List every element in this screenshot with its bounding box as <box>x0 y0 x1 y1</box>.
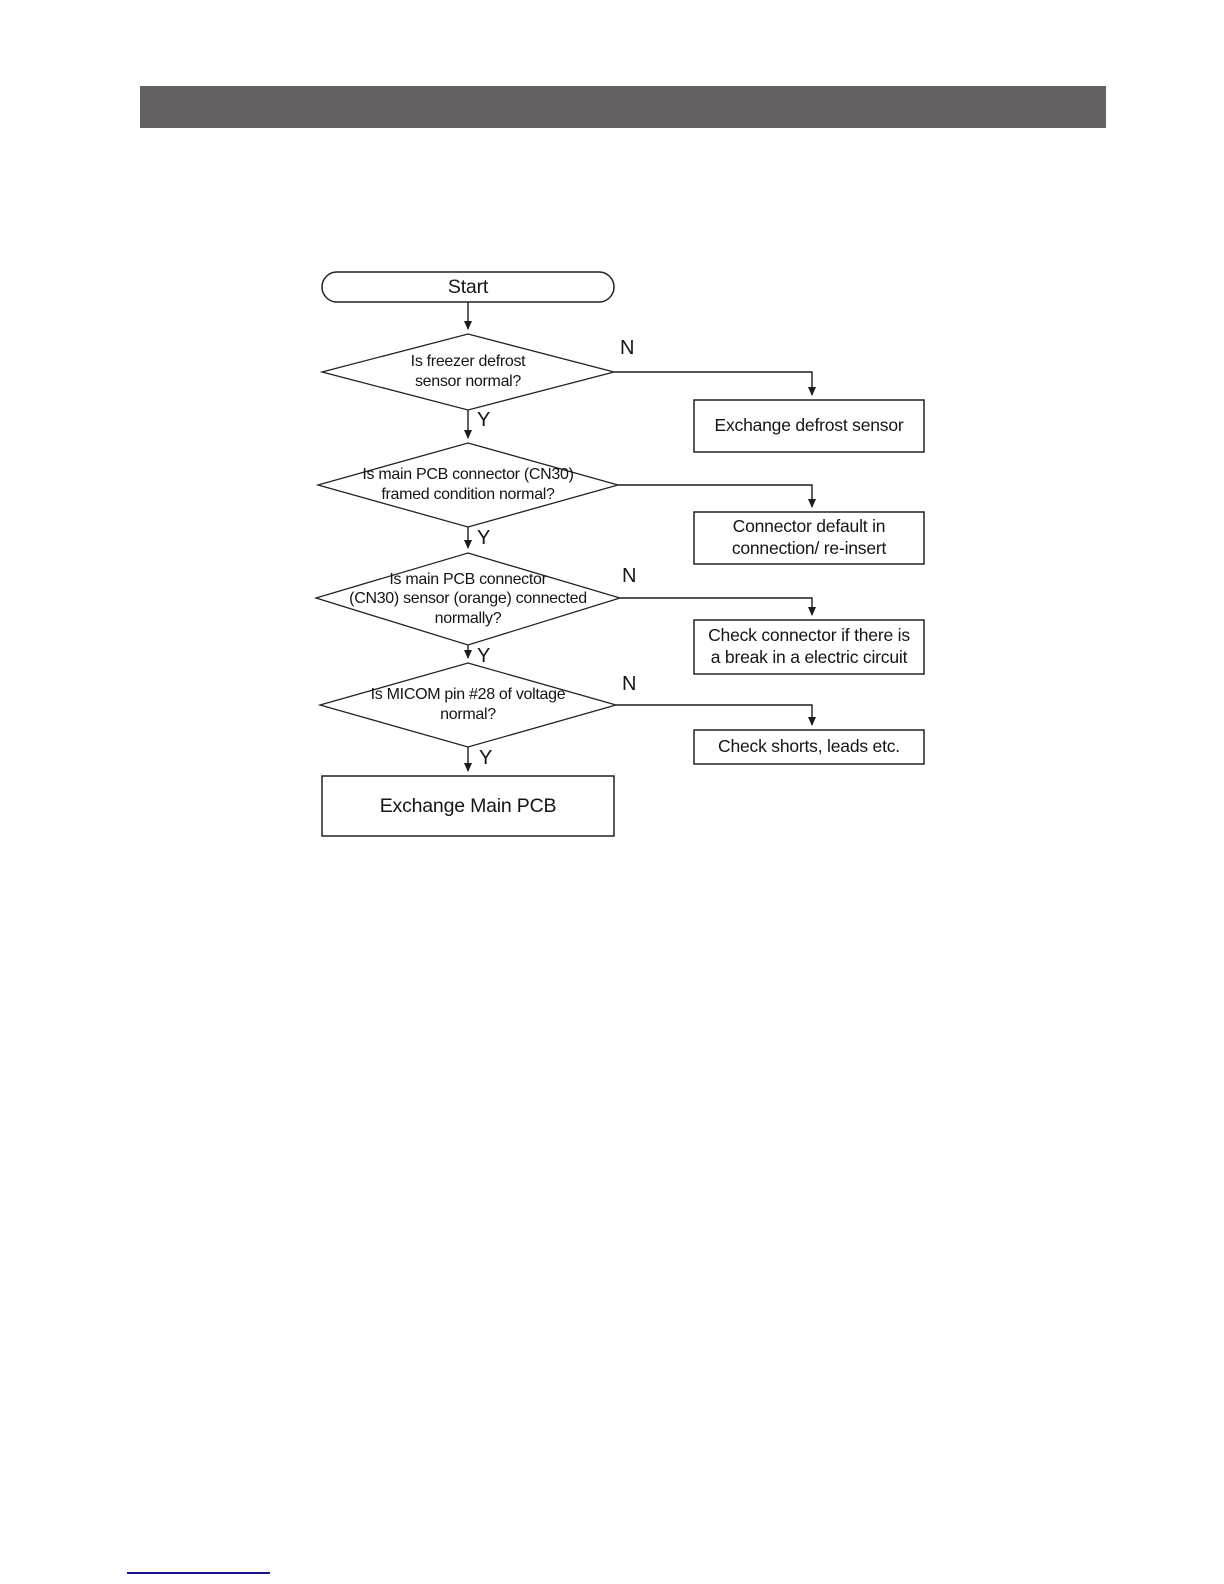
decision-3-shape <box>313 552 623 646</box>
start-shape <box>321 271 615 303</box>
action-2-shape <box>693 511 925 565</box>
connector-d1-no <box>614 371 816 396</box>
decision-1-shape <box>319 333 617 411</box>
connector-d4-no <box>616 704 816 726</box>
decision-4-shape <box>317 662 619 748</box>
connector-d3-no <box>620 597 816 616</box>
footer-rule <box>127 1572 270 1574</box>
connector-d2-no <box>618 484 816 508</box>
action-1-shape <box>693 399 925 453</box>
action-4-shape <box>693 729 925 765</box>
section-header-bar <box>140 86 1106 128</box>
action-3-shape <box>693 619 925 675</box>
terminal-shape <box>321 775 615 837</box>
decision-2-shape <box>315 442 621 528</box>
